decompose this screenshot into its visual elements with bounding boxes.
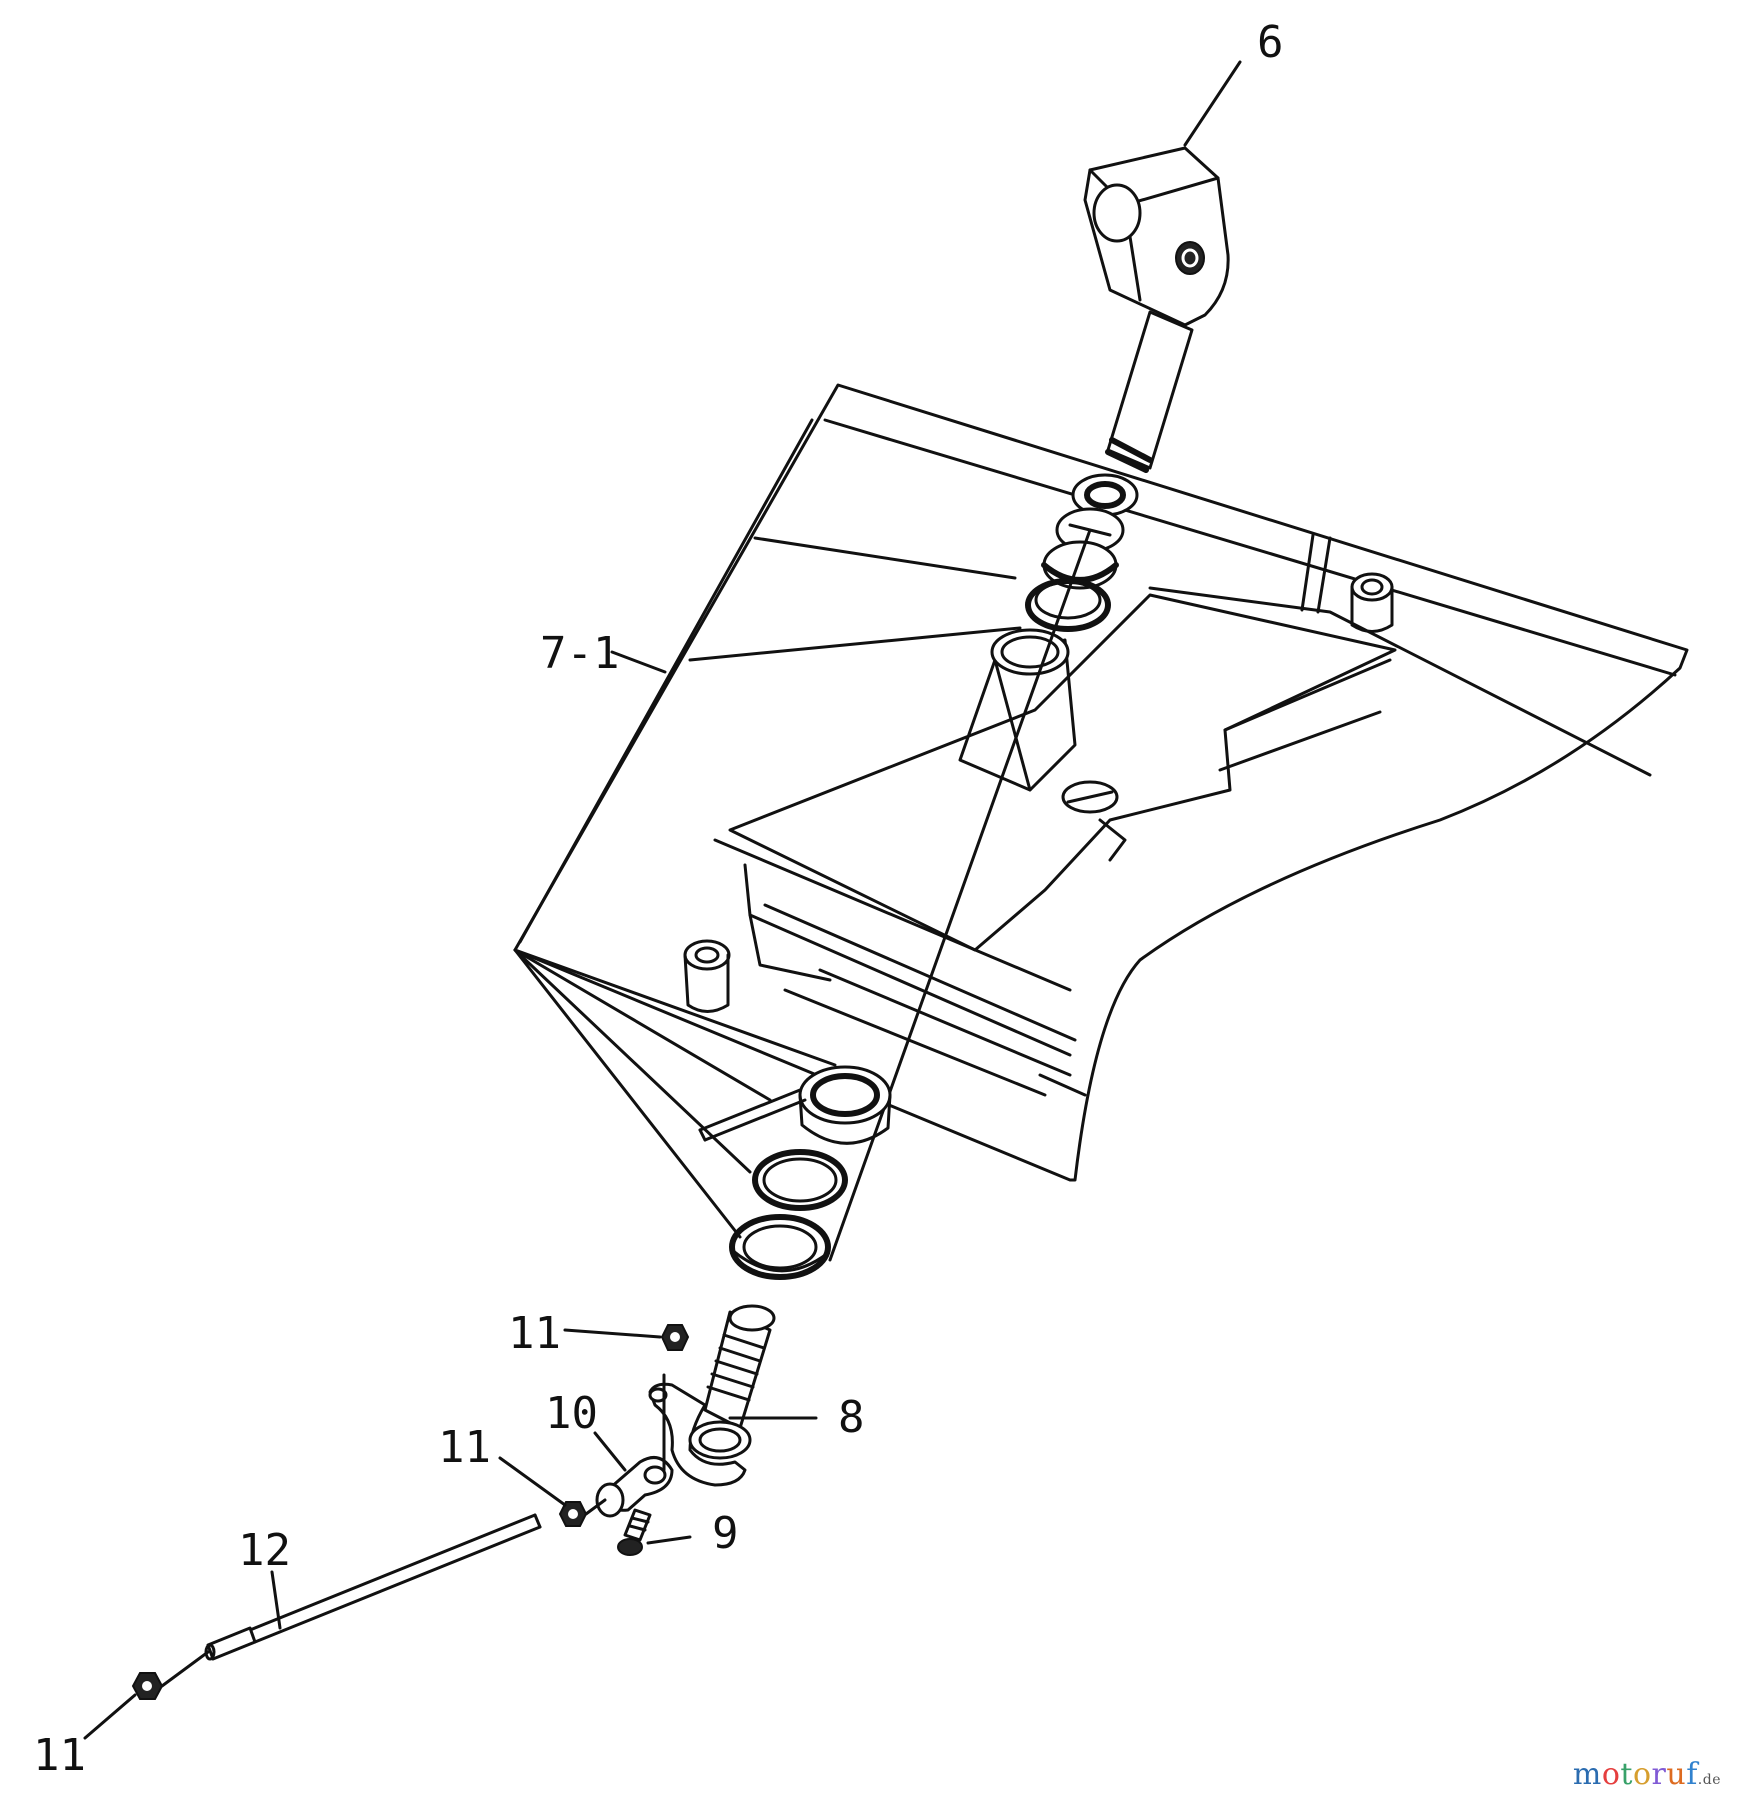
watermark-suffix: .de (1697, 1772, 1721, 1788)
label-part-8: 8 (838, 1392, 865, 1443)
leader-lines (83, 60, 1242, 1740)
column-axis-line (828, 528, 1092, 1262)
watermark-letter: o (1601, 1757, 1621, 1792)
nut-bottom (131, 1672, 164, 1700)
watermark-letter: r (1651, 1757, 1667, 1792)
watermark-letter: u (1666, 1757, 1687, 1792)
threaded-shaft-bracket (648, 1304, 776, 1487)
label-part-7-1: 7-1 (540, 628, 619, 679)
ball-joint (595, 1373, 674, 1518)
dashboard-panel (513, 383, 1689, 1239)
steering-column (1025, 146, 1230, 632)
label-part-10: 10 (545, 1388, 598, 1439)
screw (617, 1508, 652, 1556)
label-part-9: 9 (712, 1508, 739, 1559)
watermark-letter: t (1620, 1757, 1633, 1792)
label-part-11-bottom: 11 (33, 1730, 86, 1781)
watermark-letter: f (1686, 1757, 1698, 1792)
nut-top (660, 1324, 690, 1351)
link-rod (160, 1498, 607, 1688)
bushings-and-rings (698, 1065, 892, 1280)
watermark-logo: motoruf.de (1573, 1757, 1721, 1792)
watermark-letter: o (1632, 1757, 1652, 1792)
nut-middle (558, 1501, 588, 1527)
label-part-12: 12 (238, 1525, 291, 1576)
label-part-6: 6 (1257, 17, 1284, 68)
watermark-letter: m (1572, 1757, 1602, 1792)
label-part-11-mid: 11 (438, 1422, 491, 1473)
label-part-11-top: 11 (508, 1308, 561, 1359)
